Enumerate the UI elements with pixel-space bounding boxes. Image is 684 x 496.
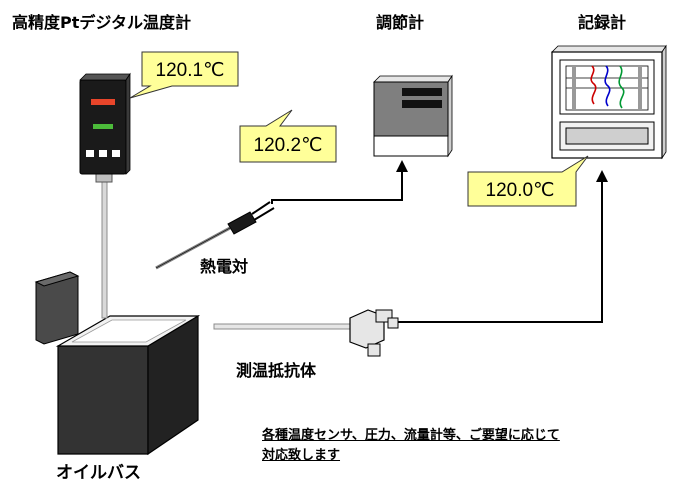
controller-reading: 120.2℃ [254, 135, 323, 156]
thermometer-probe [95, 171, 113, 319]
thermocouple-probe [155, 201, 275, 270]
controller-callout [239, 109, 337, 163]
rtd-wire [398, 178, 603, 323]
rtd-probe [213, 323, 355, 330]
display-red-indicator [91, 99, 115, 105]
recorder-device [551, 44, 667, 160]
thermocouple-label: 熱電対 [200, 257, 248, 276]
recorder-panel [565, 127, 649, 145]
controller-display-bottom [402, 100, 442, 108]
recorder-trace-green [618, 65, 625, 109]
rtd-label: 測温抵抗体 [236, 361, 317, 380]
rtd-probe-head [349, 309, 399, 357]
oil-bath-label: オイルバス [56, 463, 141, 483]
support-note-line2: 対応致します [262, 448, 341, 463]
pt-thermometer-device [79, 72, 131, 175]
recorder-trace-blue [604, 65, 611, 107]
front-button [112, 150, 120, 157]
front-button [99, 150, 107, 157]
support-note-line1: 各種温度センサ、圧力、流量計等、ご要望に応じて [262, 428, 560, 443]
pt-thermometer-title: 高精度Ptデジタル温度計 [12, 13, 191, 32]
pt-thermometer-callout [129, 51, 239, 99]
recorder-reading: 120.0℃ [486, 180, 555, 201]
thermocouple-wire [271, 168, 403, 204]
controller-device [373, 74, 453, 158]
arrow-to-controller [396, 160, 408, 172]
front-button [86, 150, 94, 157]
controller-title: 調節計 [376, 13, 424, 32]
arrow-to-recorder [596, 170, 608, 182]
display-green-indicator [93, 124, 113, 129]
recorder-callout [467, 155, 589, 207]
pt-thermometer-reading: 120.1℃ [156, 60, 225, 81]
support-note: 各種温度センサ、圧力、流量計等、ご要望に応じて 対応致します [262, 426, 662, 466]
oil-bath-box [34, 271, 201, 456]
recorder-trace-red [590, 65, 597, 105]
controller-display-top [402, 88, 442, 96]
recorder-title: 記録計 [578, 13, 626, 32]
